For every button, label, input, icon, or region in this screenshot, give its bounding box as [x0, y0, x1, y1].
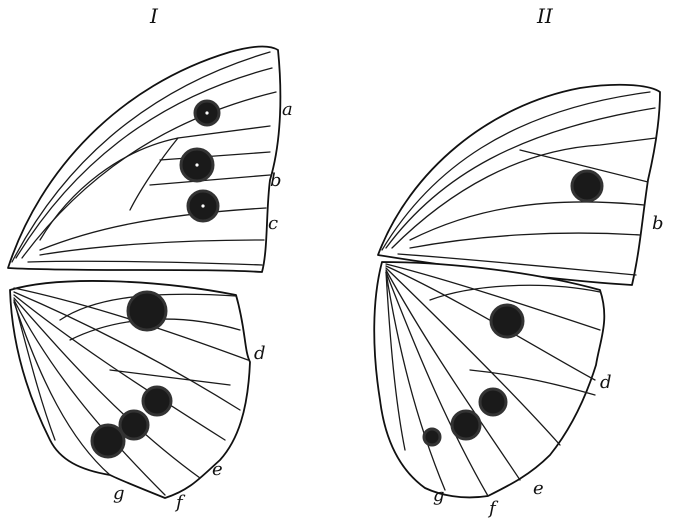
eyespot	[424, 429, 440, 445]
eyespot	[128, 292, 166, 330]
label-a: a	[282, 99, 293, 120]
label-e: e	[212, 459, 223, 480]
eyespot	[480, 389, 506, 415]
wing-figure-2	[374, 85, 660, 498]
label-d: d	[254, 343, 266, 364]
forewing-1	[8, 46, 280, 272]
eyespot	[572, 171, 602, 201]
label-g: g	[433, 485, 445, 506]
eyespot	[92, 425, 124, 457]
label-b: b	[270, 170, 282, 191]
eyespot	[143, 387, 171, 415]
wing-figure-1	[8, 46, 280, 498]
figure-2-numeral: II	[537, 4, 553, 28]
label-g: g	[113, 483, 125, 504]
label-c: c	[268, 213, 278, 234]
label-b: b	[652, 213, 664, 234]
label-f: f	[489, 498, 496, 519]
eyespot	[491, 305, 523, 337]
eyespot	[452, 411, 480, 439]
label-e: e	[533, 478, 544, 499]
label-d: d	[600, 372, 612, 393]
figure-1-numeral: I	[150, 4, 158, 28]
label-f: f	[176, 492, 183, 513]
